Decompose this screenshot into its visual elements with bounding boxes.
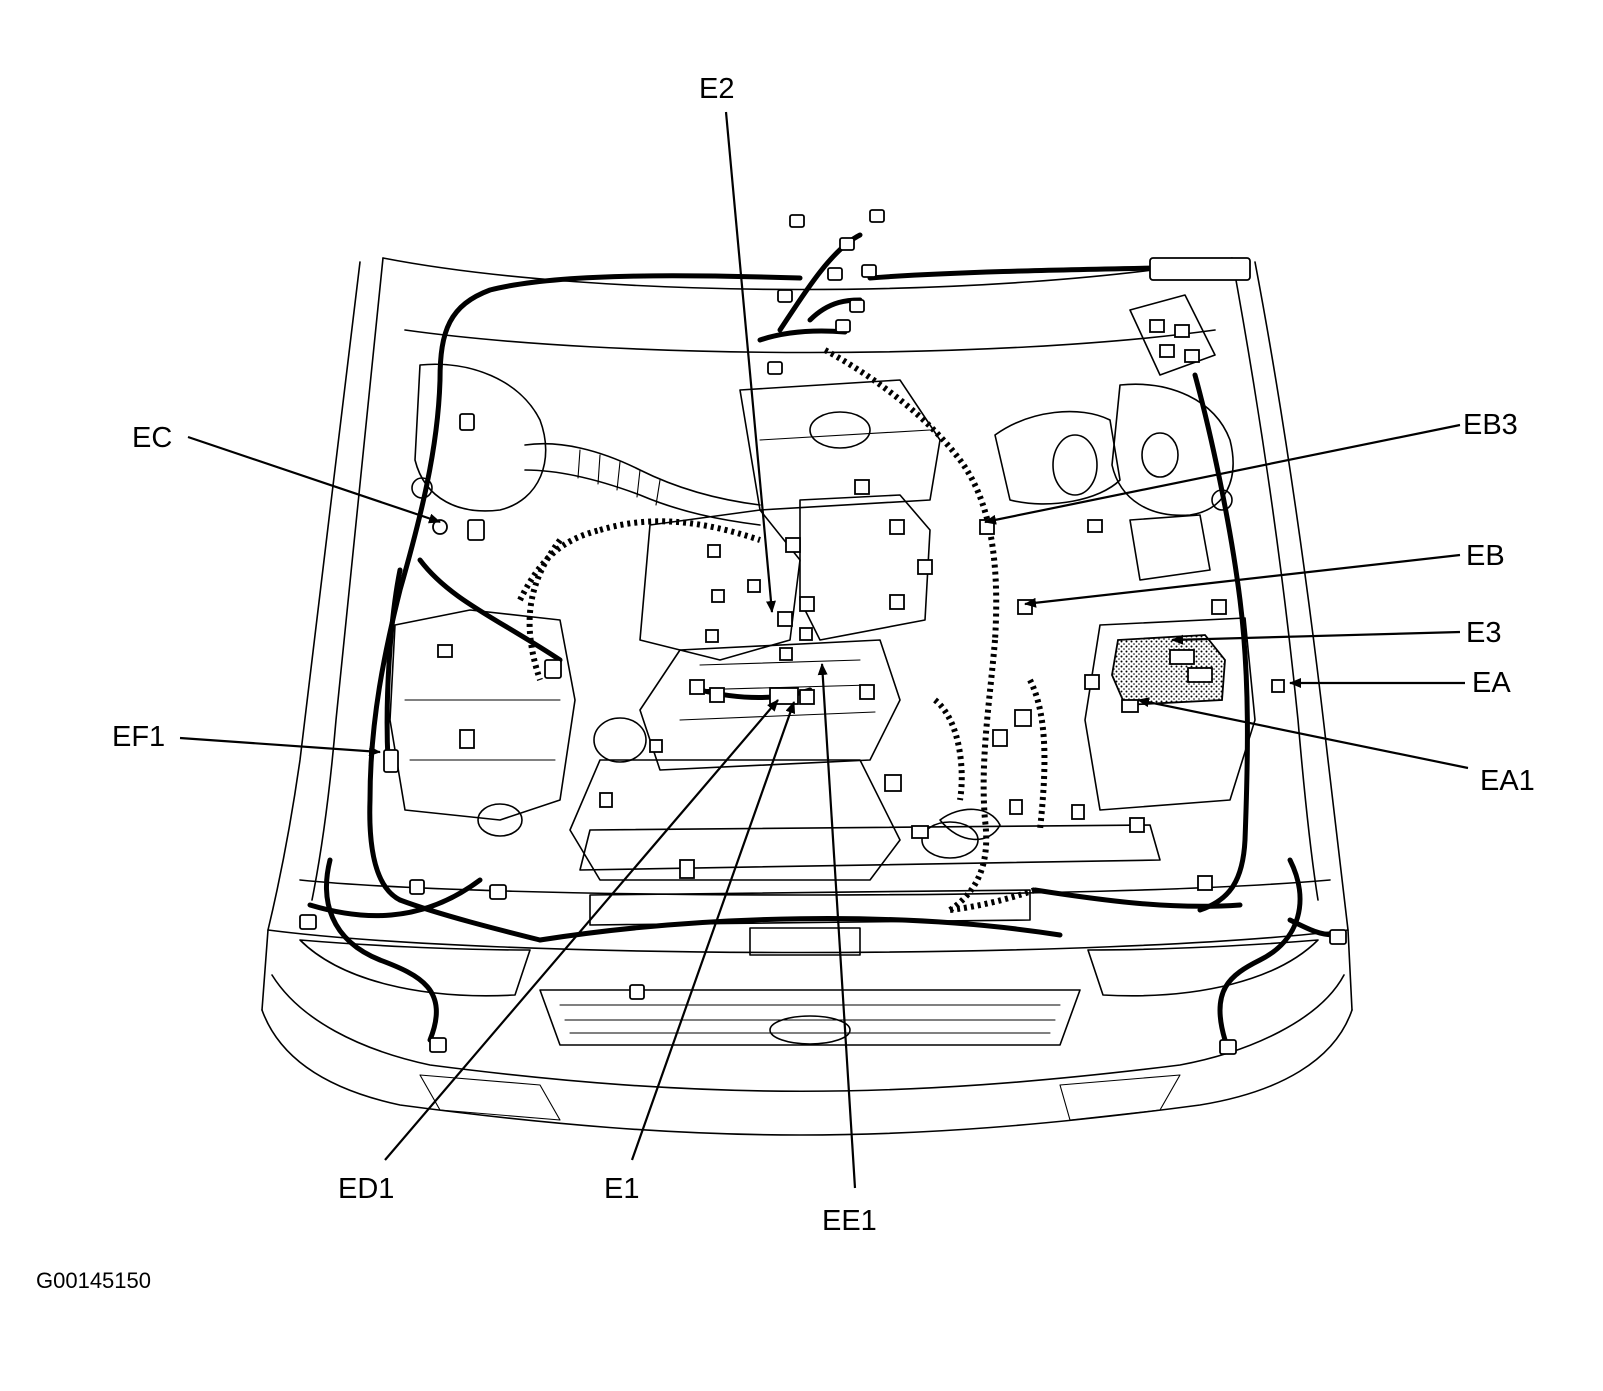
leader-lines — [179, 111, 1469, 1189]
callout-e3: E3 — [1466, 617, 1501, 649]
leader-e1 — [630, 701, 796, 1161]
callout-e2: E2 — [699, 73, 734, 105]
callout-labels: E2 EC EB3 EB E3 EA EA1 EF1 ED1 E1 EE1 — [112, 73, 1535, 1237]
vehicle-body — [261, 257, 1353, 1136]
leader-ea1 — [1137, 697, 1469, 770]
callout-ea1: EA1 — [1480, 765, 1535, 797]
figure-id: G00145150 — [36, 1268, 151, 1293]
leader-ed1 — [384, 699, 779, 1161]
leader-ec — [187, 435, 441, 524]
callout-ec: EC — [132, 422, 172, 454]
callout-ea: EA — [1472, 667, 1511, 699]
leader-e3 — [1171, 630, 1461, 645]
leader-ee1 — [817, 663, 857, 1189]
engine-components — [389, 363, 1256, 956]
leader-e2 — [724, 111, 776, 613]
leader-ef1 — [179, 736, 381, 757]
callout-e1: E1 — [604, 1173, 639, 1205]
callout-eb3: EB3 — [1463, 409, 1518, 441]
leader-eb3 — [984, 423, 1461, 525]
callout-ed1: ED1 — [338, 1173, 394, 1205]
wire-harness — [307, 232, 1338, 1043]
leader-eb — [1024, 553, 1461, 608]
callout-ee1: EE1 — [822, 1205, 877, 1237]
callout-eb: EB — [1466, 540, 1505, 572]
callout-ef1: EF1 — [112, 721, 165, 753]
